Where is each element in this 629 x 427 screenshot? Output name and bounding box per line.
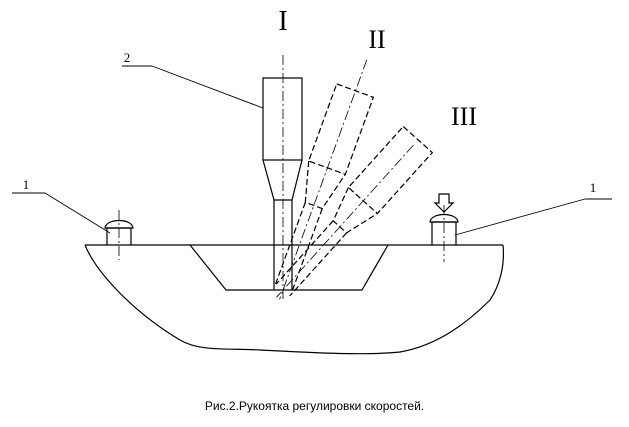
callout-right-stop-number: 1	[590, 180, 597, 195]
press-arrow-icon	[433, 193, 455, 213]
handle-position-2	[273, 59, 375, 300]
callout-handle-number: 2	[124, 50, 131, 65]
position-label-1: I	[278, 6, 287, 37]
callout-left-stop-number: 1	[23, 177, 30, 192]
groove	[189, 244, 389, 291]
figure-caption: Рис.2.Рукоятка регулировки скоростей.	[204, 399, 425, 413]
position-label-2: II	[368, 25, 385, 54]
right-stop-pin	[429, 193, 459, 262]
housing	[84, 244, 505, 355]
left-stop-pin	[104, 210, 134, 260]
position-label-3: III	[451, 102, 477, 131]
leader-lines	[12, 65, 612, 236]
handle-position-1	[262, 55, 303, 300]
handle-position-3	[275, 125, 434, 298]
